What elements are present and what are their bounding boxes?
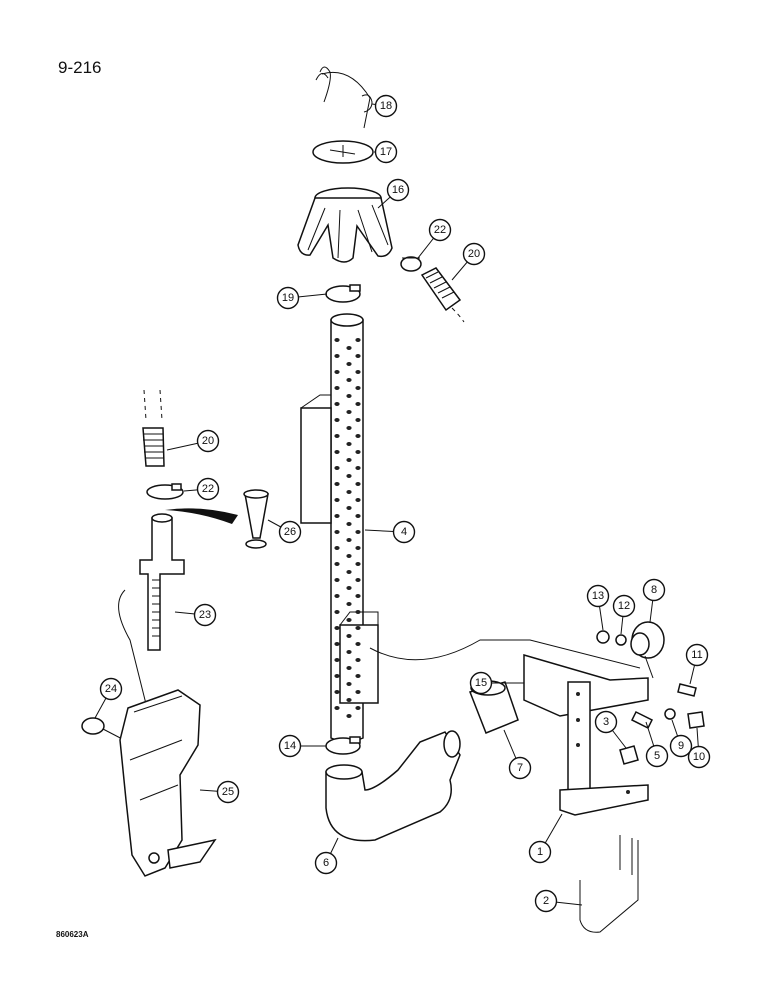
- callout-12: 12: [612, 594, 636, 618]
- distributor-head-part: [297, 187, 393, 263]
- callout-label: 6: [323, 857, 329, 869]
- callout-6: 6: [314, 851, 338, 875]
- lock-washer-part: [664, 708, 676, 720]
- callout-label: 25: [222, 786, 234, 798]
- callout-22: 22: [428, 218, 452, 242]
- callout-22: 22: [196, 477, 220, 501]
- callout-3: 3: [594, 710, 618, 734]
- callout-label: 11: [691, 649, 702, 661]
- callout-26: 26: [278, 520, 302, 544]
- disc-part: [312, 140, 374, 164]
- hose-left-part: [142, 389, 165, 467]
- callout-label: 22: [434, 224, 446, 236]
- hex-nut-part: [687, 711, 705, 729]
- callout-label: 20: [468, 248, 480, 260]
- callout-label: 14: [284, 740, 296, 752]
- cone-insert-part: [243, 489, 269, 549]
- callout-7: 7: [508, 756, 532, 780]
- callout-label: 18: [380, 100, 392, 112]
- callout-label: 7: [517, 762, 523, 774]
- callout-label: 10: [693, 751, 705, 763]
- callout-14: 14: [278, 734, 302, 758]
- elbow-part: [325, 730, 461, 842]
- callout-5: 5: [645, 744, 669, 768]
- callout-4: 4: [392, 520, 416, 544]
- callout-19: 19: [276, 286, 300, 310]
- callout-23: 23: [193, 603, 217, 627]
- nut-small-part: [596, 630, 610, 644]
- perforated-tube-part: [300, 313, 379, 743]
- callout-11: 11: [685, 643, 709, 667]
- hose-top-part: [420, 267, 465, 323]
- callout-label: 8: [651, 584, 657, 596]
- planter-boot-part: [119, 689, 217, 877]
- callout-label: 13: [592, 590, 604, 602]
- callout-8: 8: [642, 578, 666, 602]
- callout-13: 13: [586, 584, 610, 608]
- callout-label: 22: [202, 483, 214, 495]
- callout-label: 17: [380, 146, 392, 158]
- callout-20: 20: [196, 429, 220, 453]
- mounting-bracket-part: [523, 654, 649, 816]
- spring-clip-part: [315, 66, 373, 129]
- cap-screw-part: [630, 710, 654, 730]
- callout-2: 2: [534, 889, 558, 913]
- callout-label: 23: [199, 609, 211, 621]
- callout-1: 1: [528, 840, 552, 864]
- callout-label: 19: [282, 292, 294, 304]
- flange-nut-part: [619, 745, 639, 765]
- lock-pin-part: [81, 717, 129, 743]
- callout-20: 20: [462, 242, 486, 266]
- callout-label: 16: [392, 184, 404, 196]
- elbow-clamp-part: [325, 736, 361, 755]
- callout-label: 20: [202, 435, 214, 447]
- callout-label: 24: [105, 683, 117, 695]
- callout-label: 3: [603, 716, 609, 728]
- adjustable-slide-part: [118, 513, 185, 721]
- callout-25: 25: [216, 780, 240, 804]
- callout-24: 24: [99, 677, 123, 701]
- callout-10: 10: [687, 745, 711, 769]
- bolt-part: [677, 683, 697, 697]
- hose-clamp-top-part: [400, 256, 422, 272]
- pipe-clamp-part: [630, 621, 665, 679]
- callout-label: 26: [284, 526, 296, 538]
- callout-label: 12: [618, 600, 630, 612]
- callout-16: 16: [386, 178, 410, 202]
- callout-label: 2: [543, 895, 549, 907]
- callout-label: 1: [537, 846, 543, 858]
- figure-code: 860623A: [56, 930, 89, 939]
- washer-part: [615, 634, 627, 646]
- callout-label: 9: [678, 740, 684, 752]
- callout-label: 4: [401, 526, 407, 538]
- callout-9: 9: [669, 734, 693, 758]
- callout-17: 17: [374, 140, 398, 164]
- hose-clamp-left-part: [146, 483, 184, 500]
- page-number: 9-216: [58, 58, 102, 77]
- u-bolt-part: [579, 835, 639, 933]
- callout-15: 15: [469, 671, 493, 695]
- callout-18: 18: [374, 94, 398, 118]
- callout-label: 5: [654, 750, 660, 762]
- callout-label: 15: [475, 677, 487, 689]
- tube-clamp-part: [325, 284, 361, 303]
